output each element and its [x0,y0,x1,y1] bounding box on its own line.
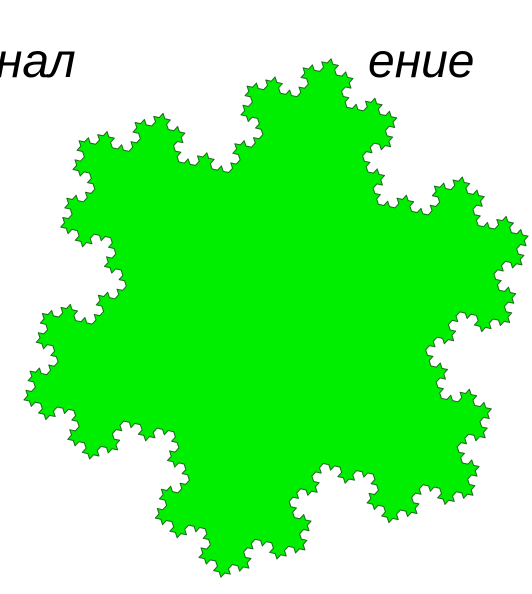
koch-snowflake-shape [24,59,528,577]
